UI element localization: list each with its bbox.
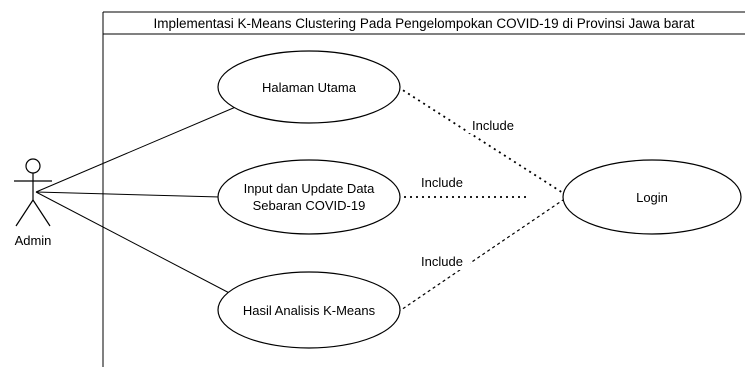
include-relations: [397, 86, 564, 313]
include-label-1: Include: [472, 118, 514, 133]
use-case-label-input-update-line1: Input dan Update Data: [244, 181, 376, 196]
association-hasil-analisis: [35, 191, 238, 298]
use-case-label-login: Login: [636, 190, 668, 205]
use-case-halaman-utama[interactable]: Halaman Utama: [217, 50, 401, 124]
use-case-label-hasil-analisis: Hasil Analisis K-Means: [243, 303, 376, 318]
actor-head: [25, 158, 41, 174]
association-input-update: [35, 191, 221, 198]
include-label-3: Include: [421, 254, 463, 269]
include-label-2: Include: [421, 175, 463, 190]
system-boundary: Implementasi K-Means Clustering Pada Pen…: [102, 11, 745, 367]
actor-left-leg: [15, 199, 34, 227]
use-case-input-update[interactable]: Input dan Update Data Sebaran COVID-19: [217, 159, 401, 235]
system-title: Implementasi K-Means Clustering Pada Pen…: [153, 16, 694, 31]
use-case-hasil-analisis[interactable]: Hasil Analisis K-Means: [217, 271, 401, 349]
actor-admin: [14, 158, 52, 227]
actor-label: Admin: [15, 233, 52, 248]
use-case-label-halaman-utama: Halaman Utama: [262, 80, 357, 95]
use-case-login[interactable]: Login: [562, 159, 742, 235]
association-halaman-utama: [35, 105, 239, 193]
include-line-halaman-utama: [397, 86, 564, 194]
associations: [35, 105, 239, 298]
actor-right-leg: [32, 199, 51, 227]
use-case-label-input-update-line2: Sebaran COVID-19: [253, 198, 366, 213]
